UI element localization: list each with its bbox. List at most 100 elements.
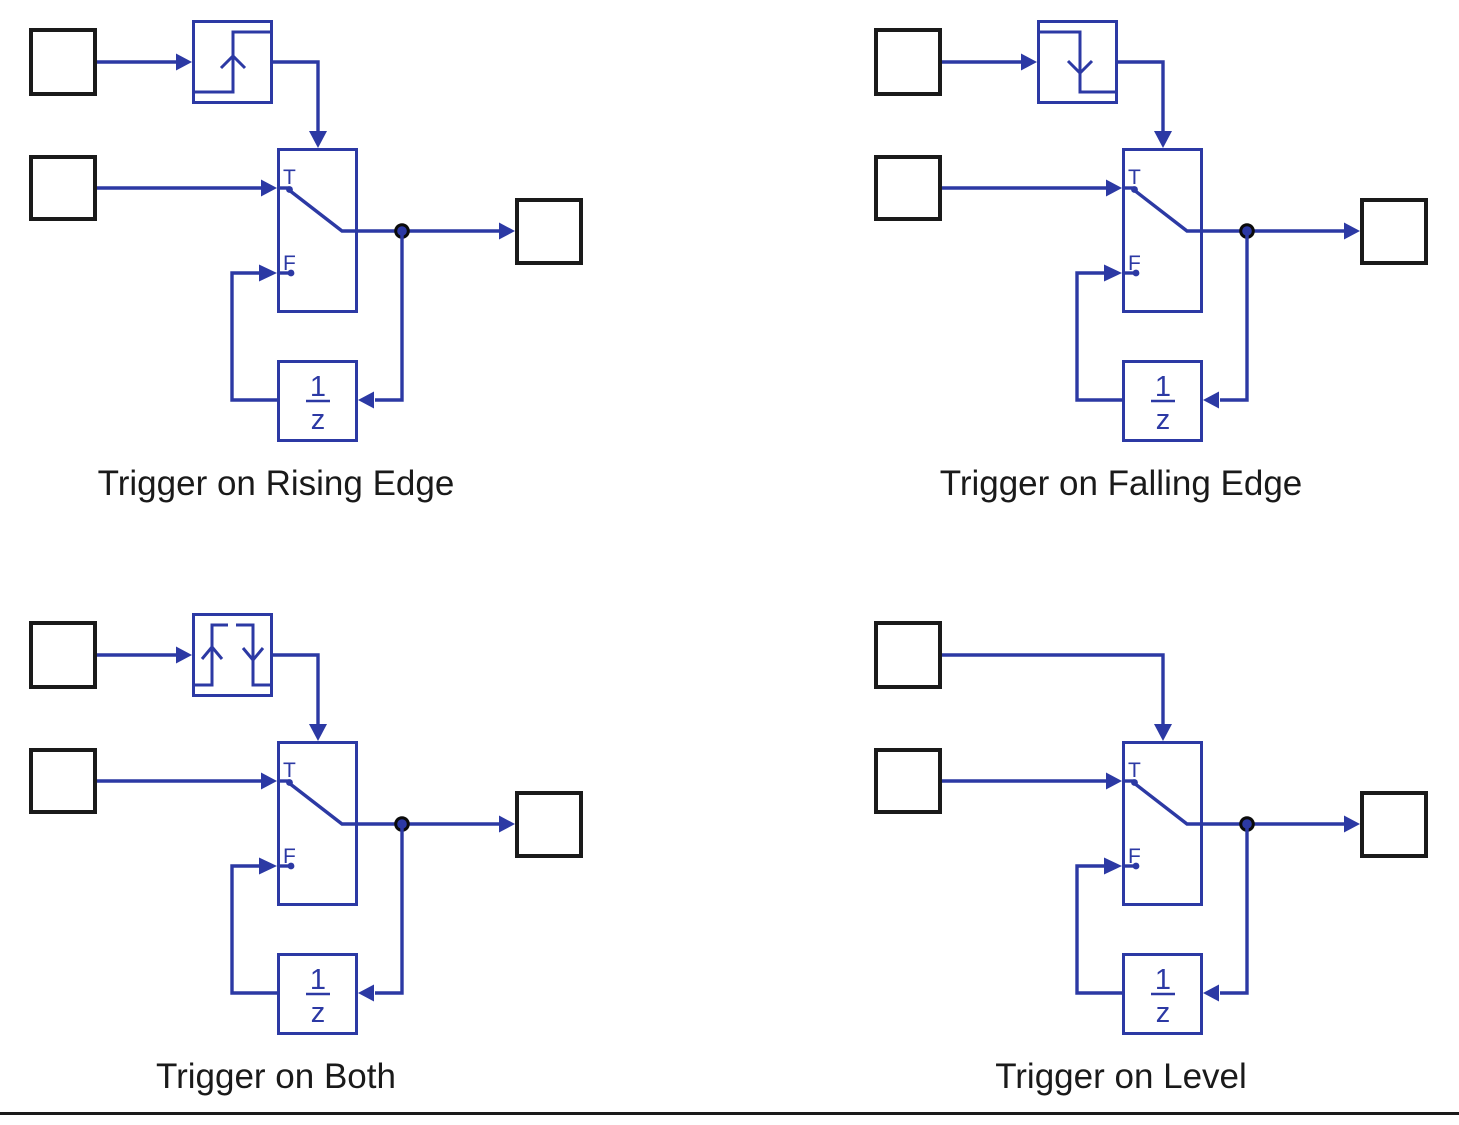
wire-switch-to-output (1203, 222, 1360, 240)
diagram-caption: Trigger on Both (156, 1057, 396, 1096)
diagram-falling-edge: T F 1 (845, 0, 1459, 530)
switch-true-label: T (283, 759, 296, 782)
down-arrow-glyph (241, 647, 265, 663)
wire-feedback-to-delay (1203, 231, 1249, 409)
arrowhead (309, 131, 327, 148)
wire-source1-to-detector (942, 53, 1037, 71)
switch-block: T F (1122, 741, 1203, 906)
unit-delay-numerator: 1 (1155, 964, 1171, 996)
switch-false-label: F (283, 252, 296, 275)
signal-wire (273, 653, 320, 725)
unit-delay-denominator: z (311, 997, 326, 1029)
switch-false-label: F (283, 845, 296, 868)
diagram-both-edges: T F 1 (0, 593, 620, 1123)
wire-feedback-to-delay (1203, 824, 1249, 1002)
arrowhead (1203, 984, 1219, 1002)
source-block-1 (874, 28, 942, 96)
switch-selector-arm (287, 188, 358, 233)
arrowhead (261, 772, 277, 790)
port-dot (1132, 862, 1140, 870)
unit-delay-denominator: z (1156, 404, 1171, 436)
unit-delay-block: 1 z (1122, 953, 1203, 1035)
wire-source2-to-switch-true (97, 772, 277, 790)
arrowhead (1154, 724, 1172, 741)
arrowhead (259, 857, 277, 875)
signal-wire (230, 864, 277, 995)
up-arrow-glyph (219, 53, 247, 70)
down-arrow-glyph (1066, 59, 1094, 76)
wire-switch-to-output (358, 815, 515, 833)
unit-delay-body (1122, 953, 1203, 1035)
falling-edge-detector-block (1037, 20, 1118, 104)
wire-detector-to-switch-control (273, 60, 327, 148)
wire-source1-to-detector (97, 53, 192, 71)
wire-source2-to-switch-true (942, 772, 1122, 790)
wire-source2-to-switch-true (942, 179, 1122, 197)
switch-selector-arm (1132, 781, 1203, 826)
arrowhead (176, 646, 192, 664)
signal-wire (375, 231, 404, 402)
diagram-caption: Trigger on Rising Edge (97, 464, 455, 503)
arrowhead (358, 984, 374, 1002)
unit-delay-numerator: 1 (310, 371, 326, 403)
switch-true-label: T (1128, 759, 1141, 782)
switch-false-label: F (1128, 252, 1141, 275)
wire-delay-to-switch-false (230, 857, 277, 995)
switch-selector-arm (287, 781, 358, 826)
falling-edge-icon (1040, 30, 1116, 94)
arrowhead (499, 815, 515, 833)
up-arrow-glyph (200, 644, 224, 660)
arrowhead (499, 222, 515, 240)
unit-delay-block: 1 z (277, 953, 358, 1035)
unit-delay-numerator: 1 (310, 964, 326, 996)
rising-edge-icon (194, 30, 271, 94)
source-block-2 (29, 748, 97, 814)
port-dot (287, 862, 295, 870)
bottom-divider-line (0, 1112, 1459, 1115)
switch-false-label: F (1128, 845, 1141, 868)
output-block (515, 791, 583, 858)
arrowhead (176, 53, 192, 71)
diagram-level: T F 1 (845, 593, 1459, 1123)
port-dot (1132, 269, 1140, 277)
source-block-2 (874, 155, 942, 221)
unit-delay-denominator: z (311, 404, 326, 436)
arrowhead (358, 391, 374, 409)
arrowhead (1344, 815, 1360, 833)
signal-wire (942, 653, 1165, 725)
both-edges-icon (194, 623, 271, 687)
switch-selector-arm (1132, 188, 1203, 233)
signal-wire (1075, 271, 1122, 402)
arrowhead (259, 264, 277, 282)
detector-block-body (1037, 20, 1118, 104)
arrowhead (1344, 222, 1360, 240)
diagram-level-svg: T F 1 (874, 621, 1428, 1035)
rising-edge-detector-block (192, 20, 273, 104)
signal-wire (1118, 60, 1165, 132)
arrowhead (1104, 857, 1122, 875)
diagram-both-edges-svg: T F 1 (29, 613, 583, 1035)
unit-delay-denominator: z (1156, 997, 1171, 1029)
source-block-2 (29, 155, 97, 221)
wire-feedback-to-delay (358, 231, 404, 409)
wire-delay-to-switch-false (230, 264, 277, 402)
source-block-1 (29, 28, 97, 96)
source-block-1 (874, 621, 942, 689)
unit-delay-block: 1 z (277, 360, 358, 442)
diagram-rising-edge: T F 1 (0, 0, 620, 530)
arrowhead (1106, 179, 1122, 197)
unit-delay-numerator: 1 (1155, 371, 1171, 403)
output-block (515, 198, 583, 265)
arrowhead (1104, 264, 1122, 282)
wire-source1-to-detector (97, 646, 192, 664)
wire-switch-to-output (358, 222, 515, 240)
both-edges-detector-block (192, 613, 273, 697)
switch-true-label: T (1128, 166, 1141, 189)
output-block (1360, 198, 1428, 265)
arrowhead (1021, 53, 1037, 71)
output-block (1360, 791, 1428, 858)
diagram-caption: Trigger on Level (995, 1057, 1247, 1096)
diagram-caption: Trigger on Falling Edge (939, 464, 1303, 503)
signal-wire (1220, 824, 1249, 995)
